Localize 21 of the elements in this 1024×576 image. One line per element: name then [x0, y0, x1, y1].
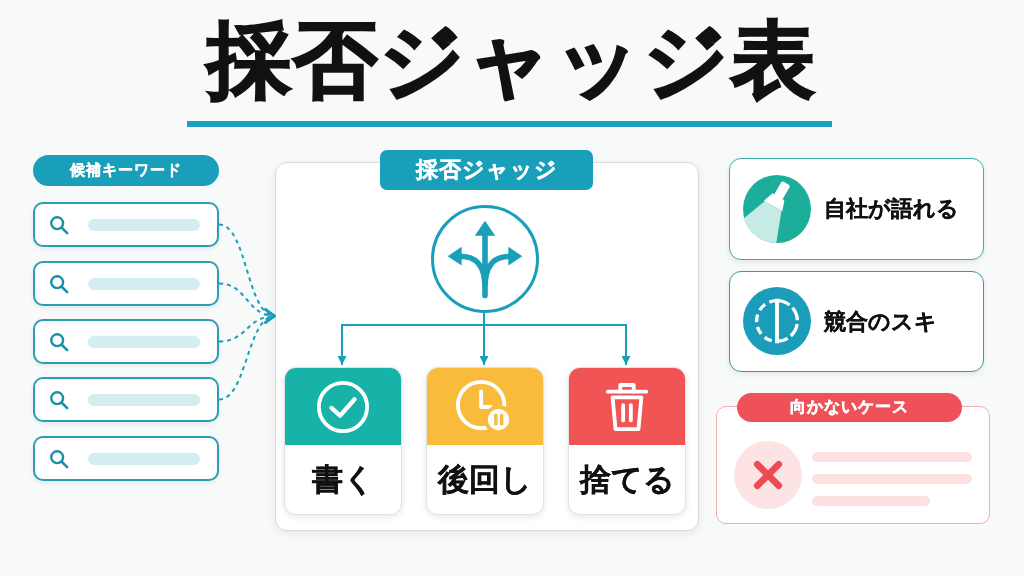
search-field [33, 202, 219, 247]
criteria-card [729, 271, 984, 372]
card-label: 自社が語れる [824, 195, 959, 223]
dashed-arrow [218, 310, 276, 401]
arrow [483, 312, 631, 366]
search-field [33, 377, 219, 422]
criteria-card [729, 158, 984, 260]
card-label: 書く [311, 459, 375, 499]
search-field [33, 436, 219, 481]
search-field [33, 319, 219, 364]
page-title: 採否ジャッジ表 [207, 12, 817, 109]
action-card [568, 367, 686, 515]
action-card [284, 367, 402, 515]
action-card [426, 367, 544, 515]
card-label: 捨てる [579, 459, 675, 499]
section-heading: 候補キーワード [33, 155, 219, 186]
search-field [33, 261, 219, 306]
card-heading: 向かないケース [737, 393, 962, 422]
card-label: 後回し [438, 459, 532, 499]
panel-heading: 採否ジャッジ [380, 150, 593, 190]
card-label: 競合のスキ [824, 307, 937, 336]
